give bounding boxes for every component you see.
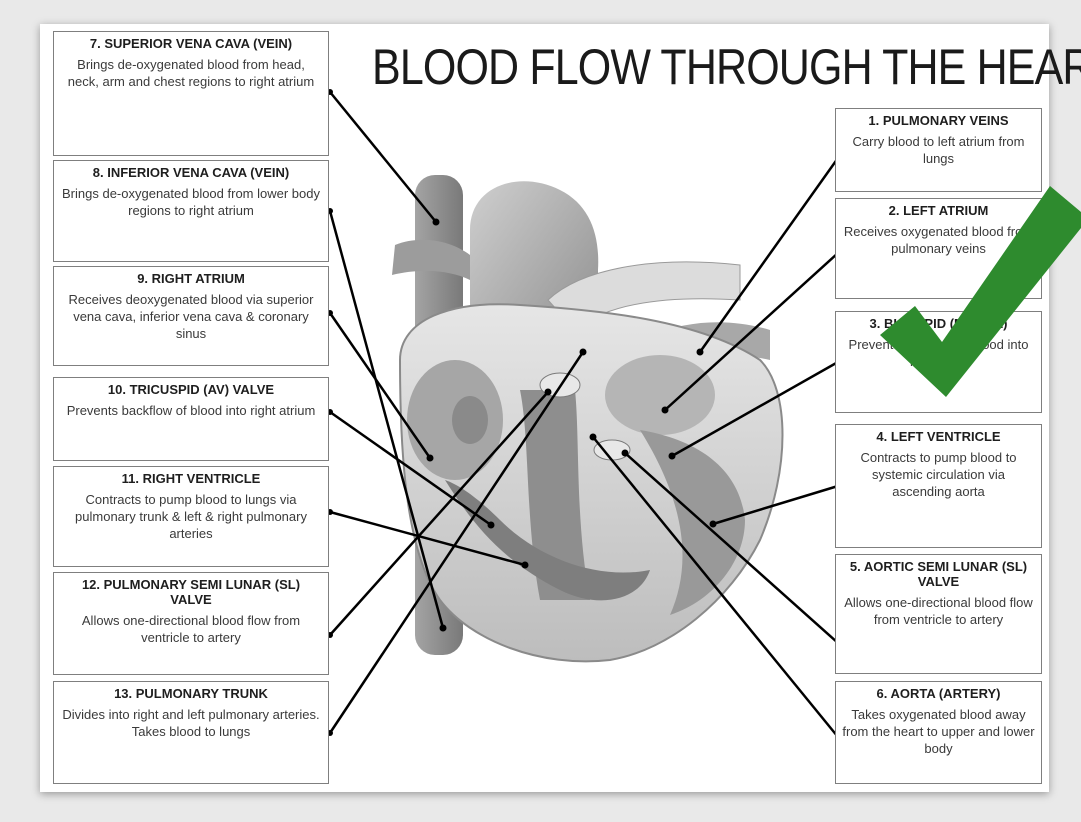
leader-dot [669, 453, 676, 460]
leader-dot [545, 389, 552, 396]
left-atrium [605, 355, 715, 435]
card-description: Carry blood to left atrium from lungs [842, 133, 1035, 167]
card-description: Takes oxygenated blood away from the hea… [842, 706, 1035, 757]
label-card-right-atrium: 9. RIGHT ATRIUM Receives deoxygenated bl… [53, 266, 329, 366]
card-description: Allows one-directional blood flow from v… [842, 594, 1035, 628]
card-description: Contracts to pump blood to systemic circ… [842, 449, 1035, 500]
label-card-superior-vena-cava: 7. SUPERIOR VENA CAVA (VEIN) Brings de-o… [53, 31, 329, 156]
leader-dot [710, 521, 717, 528]
card-title: 11. RIGHT VENTRICLE [60, 471, 322, 486]
leader-dot [433, 219, 440, 226]
leader-dot [590, 434, 597, 441]
card-description: Receives deoxygenated blood via superior… [60, 291, 322, 342]
card-title: 10. TRICUSPID (AV) VALVE [60, 382, 322, 397]
card-title: 9. RIGHT ATRIUM [60, 271, 322, 286]
card-description: Receives oxygenated blood from pulmonary… [842, 223, 1035, 257]
card-description: Prevents backflow of blood into left atr… [842, 336, 1035, 370]
leader-line-1 [700, 158, 838, 352]
leader-dot [522, 562, 529, 569]
label-card-inferior-vena-cava: 8. INFERIOR VENA CAVA (VEIN) Brings de-o… [53, 160, 329, 262]
card-title: 7. SUPERIOR VENA CAVA (VEIN) [60, 36, 322, 51]
label-card-pulmonary-veins: 1. PULMONARY VEINS Carry blood to left a… [835, 108, 1042, 192]
leader-line-7 [330, 92, 436, 222]
card-title: 13. PULMONARY TRUNK [60, 686, 322, 701]
label-card-right-ventricle: 11. RIGHT VENTRICLE Contracts to pump bl… [53, 466, 329, 567]
label-card-bicuspid-valve: 3. BICUSPID (MITRAL) Prevents backflow o… [835, 311, 1042, 413]
leader-dot [622, 450, 629, 457]
card-description: Prevents backflow of blood into right at… [60, 402, 322, 419]
card-description: Brings de-oxygenated blood from lower bo… [60, 185, 322, 219]
leader-dot [662, 407, 669, 414]
label-card-aortic-semilunar-valve: 5. AORTIC SEMI LUNAR (SL) VALVE Allows o… [835, 554, 1042, 674]
label-card-pulmonary-semilunar-valve: 12. PULMONARY SEMI LUNAR (SL) VALVE Allo… [53, 572, 329, 675]
card-description: Divides into right and left pulmonary ar… [60, 706, 322, 740]
label-card-left-ventricle: 4. LEFT VENTRICLE Contracts to pump bloo… [835, 424, 1042, 548]
card-title: 6. AORTA (ARTERY) [842, 686, 1035, 701]
label-card-left-atrium: 2. LEFT ATRIUM Receives oxygenated blood… [835, 198, 1042, 299]
card-title: 4. LEFT VENTRICLE [842, 429, 1035, 444]
card-title: 5. AORTIC SEMI LUNAR (SL) VALVE [842, 559, 1035, 589]
card-title: 12. PULMONARY SEMI LUNAR (SL) VALVE [60, 577, 322, 607]
card-title: 3. BICUSPID (MITRAL) [842, 316, 1035, 331]
label-card-tricuspid-valve: 10. TRICUSPID (AV) VALVE Prevents backfl… [53, 377, 329, 461]
leader-dot [488, 522, 495, 529]
card-description: Brings de-oxygenated blood from head, ne… [60, 56, 322, 90]
card-description: Allows one-directional blood flow from v… [60, 612, 322, 646]
heart-illustration [392, 175, 783, 661]
leader-dot [440, 625, 447, 632]
right-atrium-opening [452, 396, 488, 444]
page-title: BLOOD FLOW THROUGH THE HEART [372, 38, 957, 96]
label-card-aorta: 6. AORTA (ARTERY) Takes oxygenated blood… [835, 681, 1042, 784]
card-title: 8. INFERIOR VENA CAVA (VEIN) [60, 165, 322, 180]
card-title: 1. PULMONARY VEINS [842, 113, 1035, 128]
leader-dot [427, 455, 434, 462]
leader-dot [580, 349, 587, 356]
card-description: Contracts to pump blood to lungs via pul… [60, 491, 322, 542]
card-title: 2. LEFT ATRIUM [842, 203, 1035, 218]
label-card-pulmonary-trunk: 13. PULMONARY TRUNK Divides into right a… [53, 681, 329, 784]
leader-dot [697, 349, 704, 356]
